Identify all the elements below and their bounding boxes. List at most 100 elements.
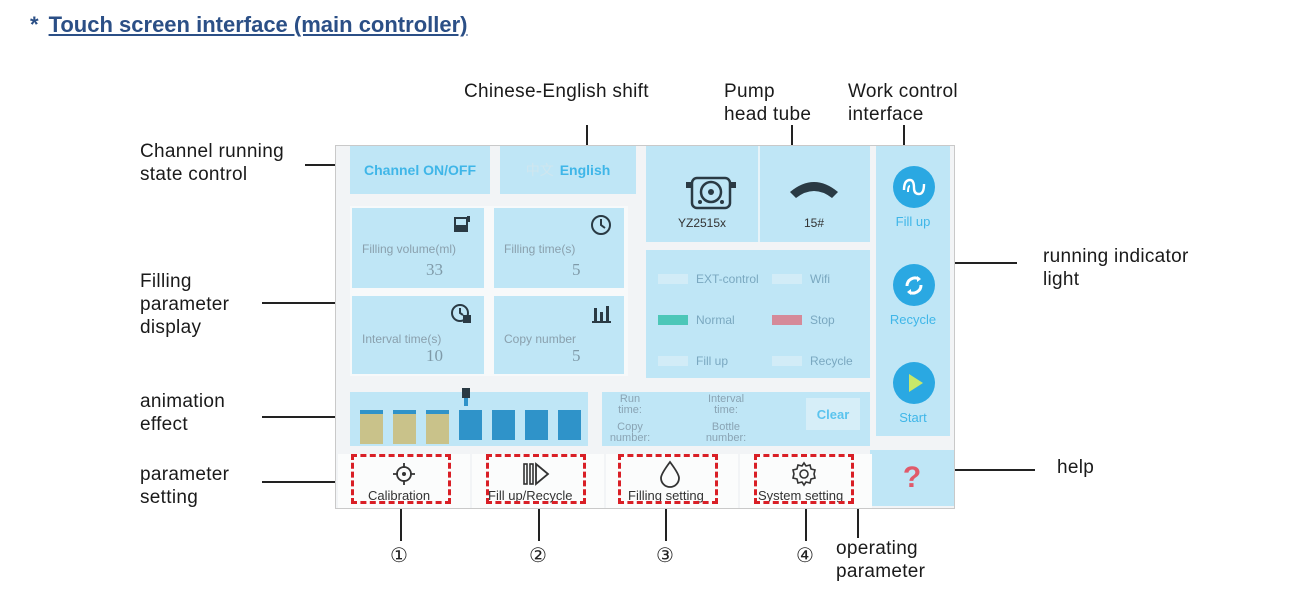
calibration-label: Calibration <box>368 488 431 503</box>
highlight-filling-setting <box>618 454 718 504</box>
leader-line <box>262 302 350 304</box>
callout-animation: animation effect <box>140 390 225 436</box>
ops-line: time: <box>714 404 738 416</box>
ops-line: Copy <box>617 421 643 433</box>
tube-icon <box>790 182 838 198</box>
running-indicator-panel: EXT-control Wifi Normal Stop Fill up Rec… <box>646 250 870 378</box>
pump-head-panel[interactable]: YZ2515x 15# <box>646 146 870 242</box>
param-filling-volume[interactable]: Filling volume(ml) 33 <box>352 208 484 288</box>
indicator-swatch <box>772 274 802 284</box>
callout-line: animation <box>140 391 226 412</box>
param-value: 5 <box>572 260 581 279</box>
callout-line: setting <box>140 487 199 508</box>
callout-work-control: Work control interface <box>848 80 958 126</box>
fill-up-icon <box>893 166 935 208</box>
indicator-label: EXT-control <box>696 272 759 286</box>
system-setting-button[interactable]: System setting <box>740 454 872 508</box>
leader-line <box>665 505 667 541</box>
fill-recycle-button[interactable]: Fill up/Recycle <box>472 454 604 508</box>
tube-size-label: 15# <box>803 216 825 230</box>
ops-line: number: <box>609 432 651 444</box>
param-interval-time[interactable]: Interval time(s) 10 <box>352 296 484 374</box>
recycle-label: Recycle <box>889 312 937 327</box>
callout-pump-head: Pump head tube <box>724 80 811 126</box>
filling-param-panel: Filling volume(ml) 33 Filling time(s) 5 … <box>350 206 628 376</box>
param-label: Filling volume(ml) <box>362 242 457 256</box>
leader-line <box>400 505 402 541</box>
pump-head-icon <box>686 176 736 210</box>
param-label: Interval time(s) <box>362 332 442 346</box>
param-label: Copy number <box>504 332 577 346</box>
leader-line <box>903 125 905 145</box>
bar-chart-icon <box>592 306 611 323</box>
clock-icon <box>591 215 611 235</box>
callout-line: state control <box>140 164 248 185</box>
indicator-label: Fill up <box>696 354 729 368</box>
bottle-empty <box>558 410 581 440</box>
callout-text: help <box>1057 457 1095 478</box>
indicator-stop: Stop <box>772 313 835 327</box>
filling-setting-label: Filling setting <box>628 488 704 503</box>
callout-line: Filling <box>140 271 192 292</box>
callout-filling-param: Filling parameter display <box>140 270 229 339</box>
leader-line <box>955 469 1035 471</box>
param-value: 5 <box>572 346 581 365</box>
play-icon <box>893 362 935 404</box>
indicator-label: Wifi <box>810 272 830 286</box>
callout-line: display <box>140 317 202 338</box>
marker-2: ② <box>529 543 547 567</box>
ops-line: Run <box>619 393 641 405</box>
clear-button[interactable]: Clear <box>806 398 860 430</box>
fill-recycle-label: Fill up/Recycle <box>488 488 573 503</box>
param-copy-number[interactable]: Copy number 5 <box>494 296 624 374</box>
callout-line: interface <box>848 104 924 125</box>
play-pause-icon <box>523 462 550 486</box>
marker-3: ③ <box>656 543 674 567</box>
bottle-empty <box>492 410 515 440</box>
fill-up-button[interactable]: Fill up <box>876 156 950 240</box>
param-filling-time[interactable]: Filling time(s) 5 <box>494 208 624 288</box>
callout-line: parameter <box>836 561 926 582</box>
recycle-button[interactable]: Recycle <box>876 254 950 338</box>
start-button[interactable]: Start <box>876 352 950 436</box>
system-setting-label: System setting <box>758 488 844 503</box>
leader-line <box>262 416 350 418</box>
highlight-fill-recycle <box>486 454 586 504</box>
highlight-calibration <box>351 454 451 504</box>
language-toggle-button[interactable]: 中文 English <box>500 146 636 194</box>
marker-4: ④ <box>796 543 814 567</box>
lang-en-label: English <box>559 162 611 178</box>
ops-line: number: <box>705 432 747 444</box>
bottle-filled <box>360 410 383 444</box>
pump-divider <box>758 146 760 242</box>
leader-line <box>586 125 588 145</box>
callout-line: parameter <box>140 464 230 485</box>
callout-operating: operating parameter <box>836 537 925 583</box>
channel-button-label: Channel ON/OFF <box>364 162 476 178</box>
callout-line: operating <box>836 538 918 559</box>
channel-onoff-button[interactable]: Channel ON/OFF <box>350 146 490 194</box>
param-value: 33 <box>426 260 443 279</box>
gear-icon <box>792 461 816 487</box>
lang-cn-label: 中文 <box>525 162 554 178</box>
clear-label: Clear <box>816 406 850 422</box>
indicator-label: Normal <box>696 313 735 327</box>
animation-panel <box>350 388 588 446</box>
ops-line: time: <box>618 404 642 416</box>
help-button[interactable]: ? <box>870 450 954 506</box>
indicator-label: Stop <box>810 313 835 327</box>
bottle-filled <box>393 410 416 444</box>
callout-channel-state: Channel running state control <box>140 140 284 186</box>
title-text: Touch screen interface (main controller) <box>48 12 468 37</box>
leader-line <box>805 505 807 541</box>
start-label: Start <box>899 410 927 425</box>
bottle-empty <box>459 410 482 440</box>
indicator-swatch <box>772 356 802 366</box>
indicator-label: Recycle <box>810 354 853 368</box>
indicator-normal: Normal <box>658 313 735 327</box>
ops-line: Interval <box>707 393 745 405</box>
